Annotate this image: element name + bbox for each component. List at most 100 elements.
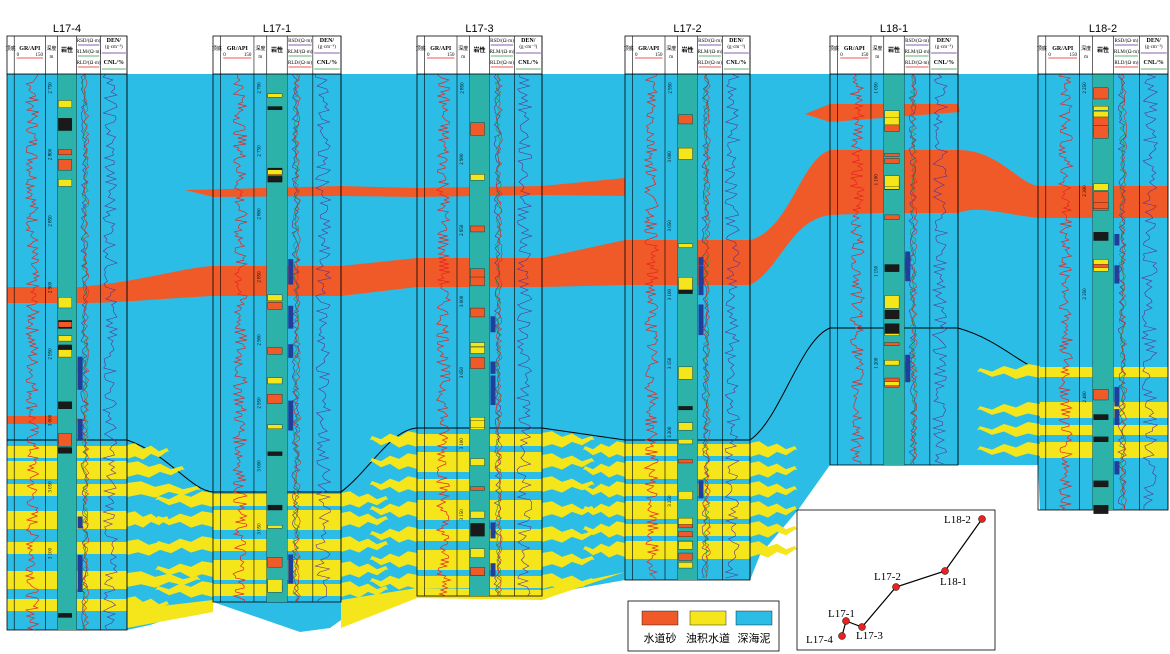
svg-text:CNL/%: CNL/% (104, 60, 124, 66)
depth-label: 2 950 (257, 397, 262, 409)
legend-label-turbidite: 浊积水道 (686, 631, 730, 645)
well-name-L17-4: L17-4 (53, 23, 81, 35)
resistivity-curve (1117, 73, 1126, 510)
resistivity-curve (910, 73, 918, 465)
well-name-L18-2: L18-2 (1089, 23, 1117, 35)
well-name-L18-1: L18-1 (880, 23, 908, 35)
well-name-L17-2: L17-2 (673, 23, 701, 35)
well-name-L17-1: L17-1 (263, 23, 291, 35)
svg-text:0: 0 (223, 53, 226, 58)
legend: 水道砂 浊积水道 深海泥 (627, 600, 780, 652)
svg-text:CNL/%: CNL/% (934, 60, 954, 66)
map-label-L17-4: L17-4 (806, 634, 833, 646)
legend-swatch-turbidite (689, 610, 727, 626)
resistivity-curve (82, 73, 90, 630)
depth-label: 3 000 (668, 151, 673, 163)
svg-text:CNL/%: CNL/% (317, 60, 337, 66)
svg-text:RLD/(Ω·m): RLD/(Ω·m) (905, 61, 929, 66)
depth-label: 2 850 (460, 82, 465, 94)
depth-label: 2 250 (1083, 82, 1088, 94)
svg-text:RLM/(Ω·m): RLM/(Ω·m) (76, 50, 101, 55)
turbidite-tongue (127, 461, 185, 478)
depth-label: 3 000 (257, 460, 262, 472)
svg-text:顶底: 顶底 (1037, 45, 1047, 52)
svg-text:0: 0 (17, 53, 20, 58)
svg-text:0: 0 (427, 53, 430, 58)
turbidite-tongue (750, 461, 798, 478)
svg-text:m: m (1084, 55, 1088, 60)
depth-label: 2 700 (257, 82, 262, 94)
depth-label: 1 150 (874, 265, 879, 277)
depth-label: 3 050 (48, 481, 53, 493)
gr-curve (643, 73, 660, 580)
turbidite-tongue (583, 481, 625, 498)
depth-label: 2 950 (460, 224, 465, 236)
turbidite-tongue (155, 536, 213, 553)
svg-text:DEN/: DEN/ (107, 38, 122, 44)
turbidite-tongue (155, 561, 213, 578)
turbidite-tongue (341, 511, 389, 528)
turbidite-tongue (155, 491, 213, 508)
lithology-column (266, 74, 288, 602)
map-well-L17-2 (892, 583, 900, 591)
svg-text:顶底: 顶底 (829, 45, 839, 52)
turbidite-tongue (542, 476, 595, 493)
turbidite-tongue (583, 541, 625, 558)
svg-text:DEN/: DEN/ (320, 38, 335, 44)
turbidite-tongue (542, 526, 595, 543)
gr-curve (849, 73, 866, 465)
svg-text:0: 0 (1048, 53, 1051, 58)
svg-text:m: m (258, 55, 262, 60)
svg-text:150: 150 (861, 53, 869, 58)
turbidite-tongue (977, 364, 1040, 379)
turbidite-tongue (127, 511, 169, 528)
legend-label-channel-sand: 水道砂 (644, 631, 677, 645)
depth-label: 2 950 (48, 348, 53, 360)
svg-text:深度: 深度 (46, 45, 56, 52)
lithology-column (677, 74, 698, 580)
svg-text:岩性: 岩性 (472, 46, 485, 54)
map-label-L17-1: L17-1 (828, 608, 855, 620)
svg-text:深度: 深度 (458, 45, 468, 52)
svg-text:顶底: 顶底 (416, 45, 426, 52)
density-curve (724, 73, 741, 579)
svg-text:(g·cm⁻³): (g·cm⁻³) (727, 44, 745, 50)
depth-label: 2 900 (257, 334, 262, 346)
svg-text:DEN/: DEN/ (521, 38, 536, 44)
svg-text:(g·cm⁻³): (g·cm⁻³) (318, 44, 336, 50)
resistivity-curve (1119, 73, 1128, 510)
svg-text:150: 150 (36, 53, 44, 58)
svg-text:150: 150 (244, 53, 252, 58)
svg-text:m: m (461, 55, 465, 60)
svg-text:RLD/(Ω·m): RLD/(Ω·m) (490, 61, 514, 66)
turbidite-tongue (369, 551, 417, 568)
svg-text:GR/API: GR/API (227, 46, 249, 52)
svg-text:岩性: 岩性 (60, 46, 73, 54)
resistivity-curve (493, 73, 502, 597)
svg-text:RSD/(Ω·m): RSD/(Ω·m) (490, 39, 514, 44)
turbidite-tongue (369, 431, 417, 448)
svg-text:RLD/(Ω·m): RLD/(Ω·m) (1114, 61, 1138, 66)
svg-text:(g·cm⁻³): (g·cm⁻³) (105, 44, 123, 50)
channel-sand-top (805, 104, 960, 122)
resistivity-curve (495, 73, 503, 597)
turbidite-tongue (750, 501, 798, 518)
depth-label: 2 800 (257, 208, 262, 220)
svg-text:CNL/%: CNL/% (726, 60, 746, 66)
svg-text:RSD/(Ω·m): RSD/(Ω·m) (1115, 39, 1139, 44)
svg-text:DEN/: DEN/ (1147, 38, 1162, 44)
depth-label: 2 300 (1083, 185, 1088, 197)
turbidite-tongue (542, 501, 595, 518)
map-label-L18-2: L18-2 (944, 514, 971, 526)
svg-text:RLM/(Ω·m): RLM/(Ω·m) (490, 50, 515, 55)
turbidite-tongue (750, 481, 798, 498)
svg-text:(g·cm⁻³): (g·cm⁻³) (519, 44, 537, 50)
depth-label: 2 850 (257, 271, 262, 283)
turbidite-tongue (542, 453, 595, 470)
map-well-L17-3 (858, 623, 866, 631)
lithology-column (1092, 74, 1114, 510)
